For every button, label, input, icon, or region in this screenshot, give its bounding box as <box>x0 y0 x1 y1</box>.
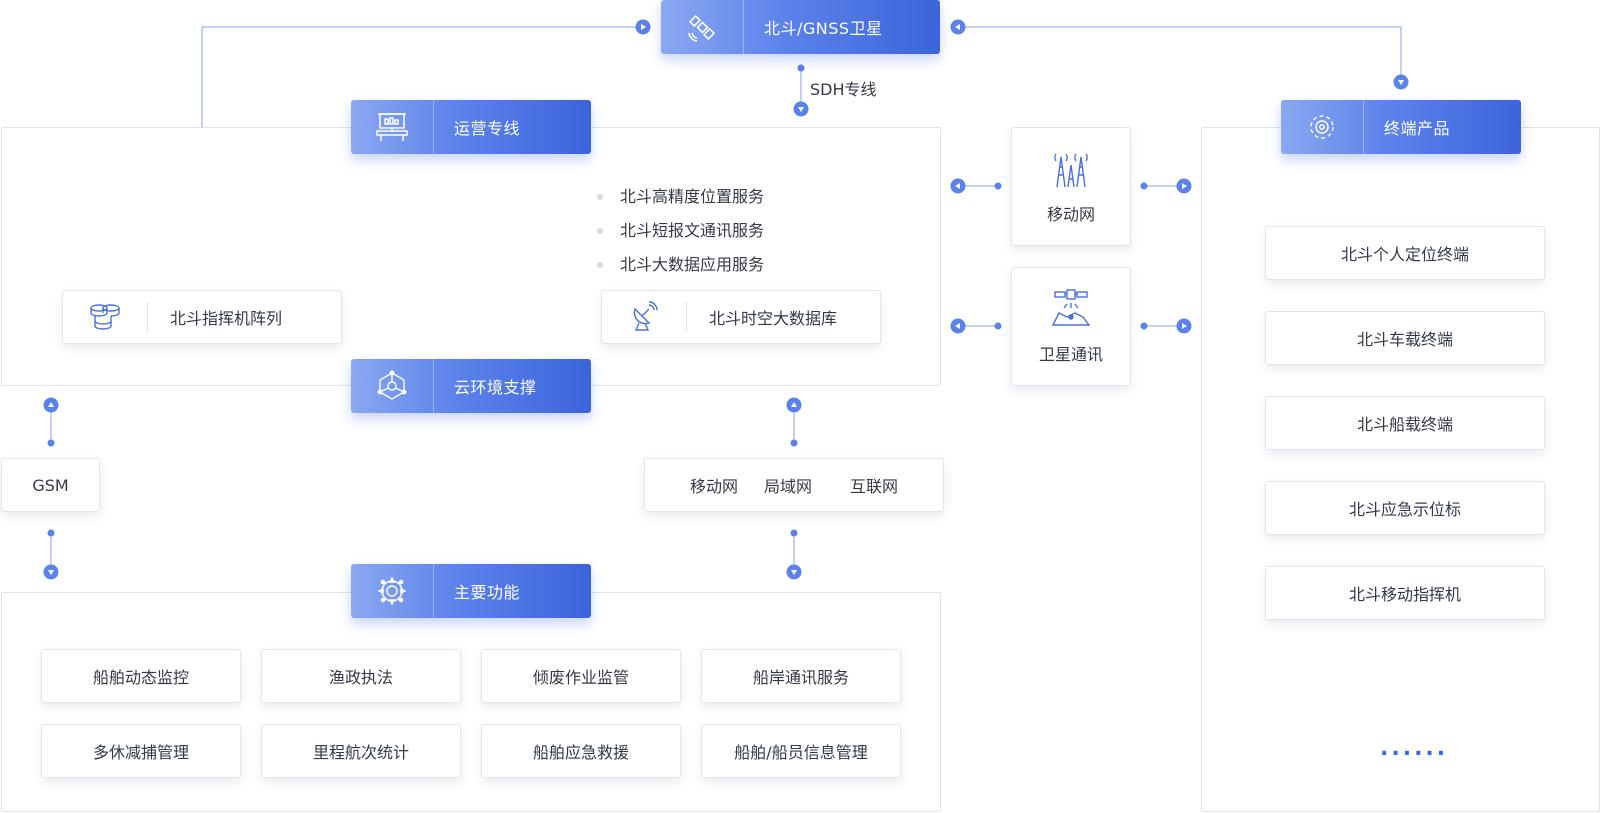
function-item[interactable]: 船舶应急救援 <box>481 724 681 778</box>
terminal-item[interactable]: 北斗船载终端 <box>1265 396 1545 450</box>
terminal-item[interactable]: 北斗车载终端 <box>1265 311 1545 365</box>
mobile-net-box[interactable]: 移动网 <box>1011 127 1131 246</box>
service-item: 北斗短报文通讯服务 <box>597 214 764 248</box>
ops-line-label: 运营专线 <box>454 119 521 138</box>
functions-label: 主要功能 <box>454 583 521 602</box>
command-array-card[interactable]: 北斗指挥机阵列 <box>62 290 342 344</box>
service-item: 北斗大数据应用服务 <box>597 248 764 282</box>
more-ellipsis: ...... <box>1380 736 1449 761</box>
functions-header[interactable]: 主要功能 <box>351 564 591 618</box>
sdh-label: SDH专线 <box>810 80 877 99</box>
network-item: 互联网 <box>850 477 899 496</box>
ops-line-header[interactable]: 运营专线 <box>351 100 591 154</box>
cloud-support-label: 云环境支撑 <box>454 378 537 397</box>
satellite-ground-icon <box>1049 288 1093 333</box>
database-label: 北斗时空大数据库 <box>709 309 838 328</box>
network-item: 移动网 <box>689 477 738 496</box>
gear-icon <box>351 564 434 618</box>
function-item[interactable]: 船岸通讯服务 <box>701 649 901 703</box>
function-item[interactable]: 船舶动态监控 <box>41 649 241 703</box>
network-item: 局域网 <box>763 477 812 496</box>
cloud-support-header[interactable]: 云环境支撑 <box>351 359 591 413</box>
function-item[interactable]: 多休减捕管理 <box>41 724 241 778</box>
mobile-net-label: 移动网 <box>1046 204 1095 224</box>
line-sat-to-terminals <box>958 26 1402 82</box>
function-item[interactable]: 船舶/船员信息管理 <box>701 724 901 778</box>
network-hub-icon <box>351 359 434 413</box>
network-types-box[interactable]: 移动网 局域网 互联网 <box>644 458 944 512</box>
gsm-label: GSM <box>32 475 69 495</box>
command-array-label: 北斗指挥机阵列 <box>170 309 283 328</box>
terminals-header[interactable]: 终端产品 <box>1281 100 1521 154</box>
function-item[interactable]: 倾废作业监管 <box>481 649 681 703</box>
service-list: 北斗高精度位置服务 北斗短报文通讯服务 北斗大数据应用服务 <box>597 180 764 282</box>
function-item[interactable]: 渔政执法 <box>261 649 461 703</box>
database-card[interactable]: 北斗时空大数据库 <box>601 290 881 344</box>
target-gear-icon <box>1281 100 1364 154</box>
sat-comm-box[interactable]: 卫星通讯 <box>1011 267 1131 386</box>
service-item: 北斗高精度位置服务 <box>597 180 764 214</box>
sat-comm-label: 卫星通讯 <box>1038 344 1103 364</box>
terminal-item[interactable]: 北斗应急示位标 <box>1265 481 1545 535</box>
satellite-dish-icon <box>602 301 687 333</box>
terminals-label: 终端产品 <box>1384 119 1451 138</box>
satellite-node[interactable]: 北斗/GNSS卫星 <box>661 0 940 54</box>
ops-panel <box>1 127 941 386</box>
satellite-icon <box>661 0 744 54</box>
presentation-board-icon <box>351 100 434 154</box>
satellite-label: 北斗/GNSS卫星 <box>764 19 883 38</box>
signal-tower-icon <box>1049 149 1093 193</box>
terminal-item[interactable]: 北斗个人定位终端 <box>1265 226 1545 280</box>
function-item[interactable]: 里程航次统计 <box>261 724 461 778</box>
arrow-markers <box>43 19 1409 580</box>
gsm-box[interactable]: GSM <box>1 458 100 512</box>
terminal-item[interactable]: 北斗移动指挥机 <box>1265 566 1545 620</box>
database-stack-icon <box>63 301 148 333</box>
